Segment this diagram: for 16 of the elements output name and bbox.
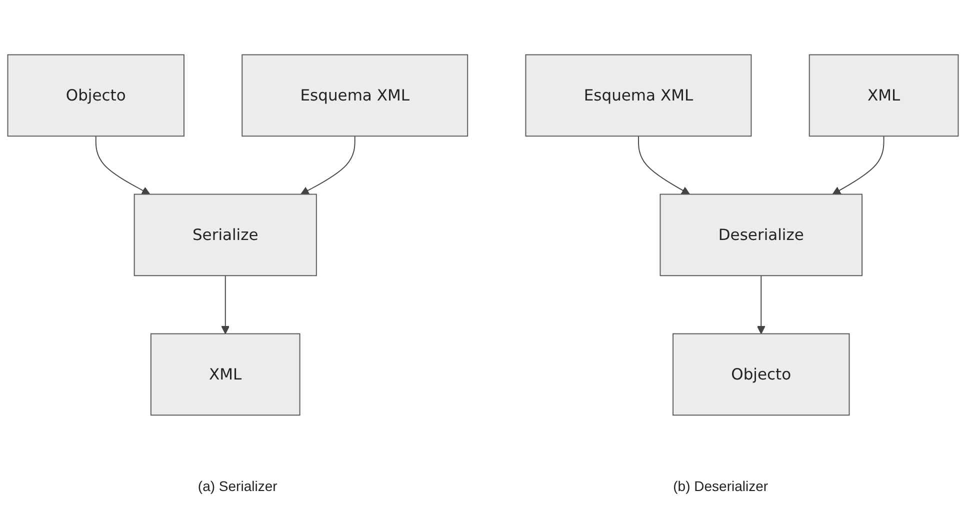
arrow [832,136,884,195]
node-box: Objecto [7,54,184,137]
sub-caption: (a) Serializer [198,478,278,494]
arrow [221,275,230,334]
arrow [300,136,356,195]
node-box: Deserialize [660,194,863,276]
node-box: XML [808,54,959,137]
node-box: Esquema XML [525,54,752,137]
arrow [756,275,766,334]
arrow [95,136,150,195]
node-box: XML [150,333,300,416]
node-box: Objecto [672,333,850,416]
node-box: Serialize [134,194,317,276]
node-box: Esquema XML [242,54,468,137]
arrow [638,136,690,195]
sub-caption: (b) Deserializer [673,478,768,494]
